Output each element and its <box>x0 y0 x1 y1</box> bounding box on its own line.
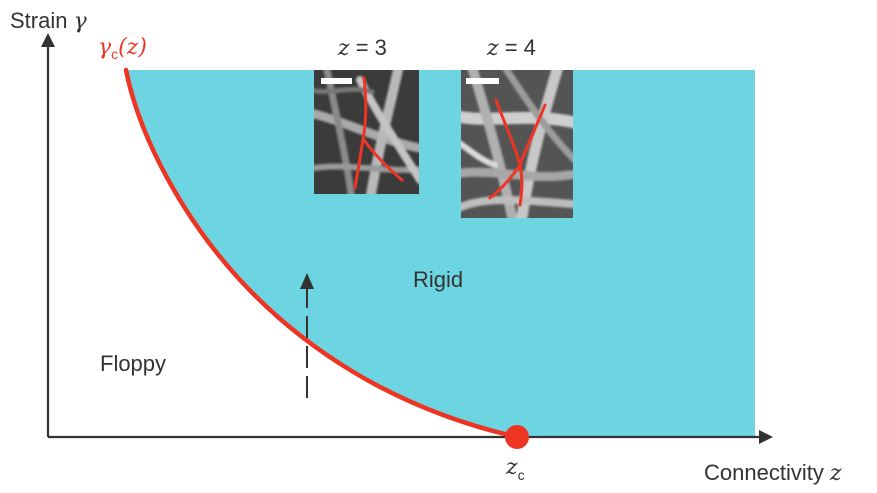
strain-arrow-head <box>300 273 314 289</box>
x-axis-arrowhead <box>759 430 773 444</box>
critical-strain-curve <box>123 67 520 440</box>
rigid-region <box>126 70 755 437</box>
inset-title-z4: z = 4 <box>486 35 536 61</box>
curve-label: γc(z) <box>98 35 147 62</box>
y-axis-arrowhead <box>41 33 55 47</box>
x-axis-symbol: z <box>829 461 842 486</box>
y-axis-label: Strain γ <box>10 8 88 34</box>
micrograph-inset-z3 <box>314 70 419 194</box>
floppy-region-label: Floppy <box>100 351 166 376</box>
x-axis-label: Connectivity z <box>704 460 842 486</box>
scale-bar-z3 <box>321 78 352 84</box>
critical-point-label: zc <box>505 455 525 483</box>
rigid-region-label: Rigid <box>413 267 463 292</box>
critical-point-marker <box>505 425 529 449</box>
y-axis-symbol: γ <box>74 9 88 34</box>
micrograph-inset-z4 <box>461 70 573 218</box>
inset-title-z3: z = 3 <box>337 35 387 61</box>
scale-bar-z4 <box>466 78 499 84</box>
